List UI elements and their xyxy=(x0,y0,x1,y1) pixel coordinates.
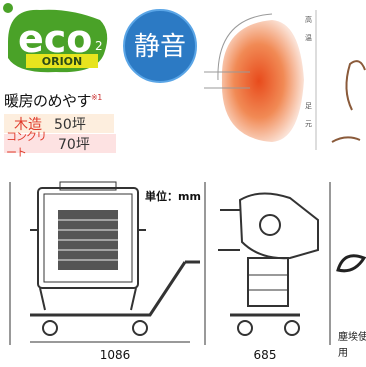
heat-spread-illustration: 高温 足元 xyxy=(200,0,366,155)
svg-text:2: 2 xyxy=(95,39,103,53)
svg-text:足: 足 xyxy=(305,102,312,110)
heating-guide-title: 暖房のめやす※1 xyxy=(4,90,102,111)
area-value: 50坪 xyxy=(54,116,86,133)
heating-row-wood: 木造 50坪 xyxy=(4,114,114,133)
svg-text:高: 高 xyxy=(305,15,312,24)
side-text: 塵埃使用 xyxy=(338,332,366,359)
unit-label: 単位：mm xyxy=(145,190,201,203)
decor-illustration xyxy=(336,230,366,290)
heating-guide-title-text: 暖房のめやす xyxy=(4,92,92,110)
heating-row-concrete: コンクリート 70坪 xyxy=(4,130,116,159)
building-type: コンクリート xyxy=(6,129,47,159)
svg-text:温: 温 xyxy=(305,33,312,42)
side-view-drawing xyxy=(200,180,335,345)
width-dimension: 1086 xyxy=(99,348,131,362)
building-type: 木造 xyxy=(14,116,42,133)
depth-dimension: 685 xyxy=(253,348,277,362)
footnote-mark: ※1 xyxy=(91,93,102,102)
quiet-badge: 静音 xyxy=(120,8,200,86)
svg-text:静音: 静音 xyxy=(134,32,186,62)
svg-text:ORION: ORION xyxy=(42,55,82,68)
svg-text:eco: eco xyxy=(18,17,92,61)
eco-orion-logo: eco 2 ORION xyxy=(0,2,114,76)
front-view-drawing xyxy=(0,180,200,345)
area-value: 70坪 xyxy=(58,136,90,153)
svg-text:元: 元 xyxy=(305,120,312,128)
